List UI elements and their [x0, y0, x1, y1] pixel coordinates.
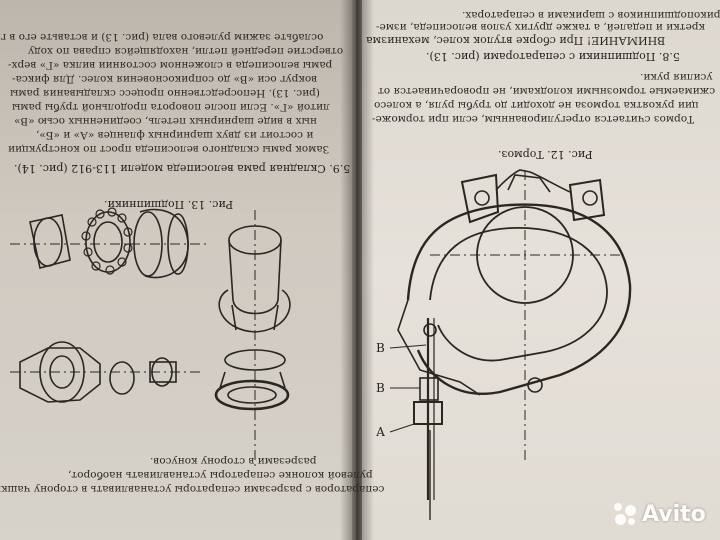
book-spine-gutter — [340, 0, 374, 540]
avito-wordmark: Avito — [642, 501, 706, 527]
bearings-drawing — [10, 207, 291, 470]
brake-drawing — [389, 169, 632, 520]
label-a: А — [376, 425, 385, 439]
label-b-upper: В — [376, 341, 385, 355]
avito-logo-icon — [612, 501, 638, 527]
right-page — [362, 0, 720, 540]
label-b-lower: В — [376, 381, 385, 395]
avito-watermark: Avito — [612, 498, 706, 530]
